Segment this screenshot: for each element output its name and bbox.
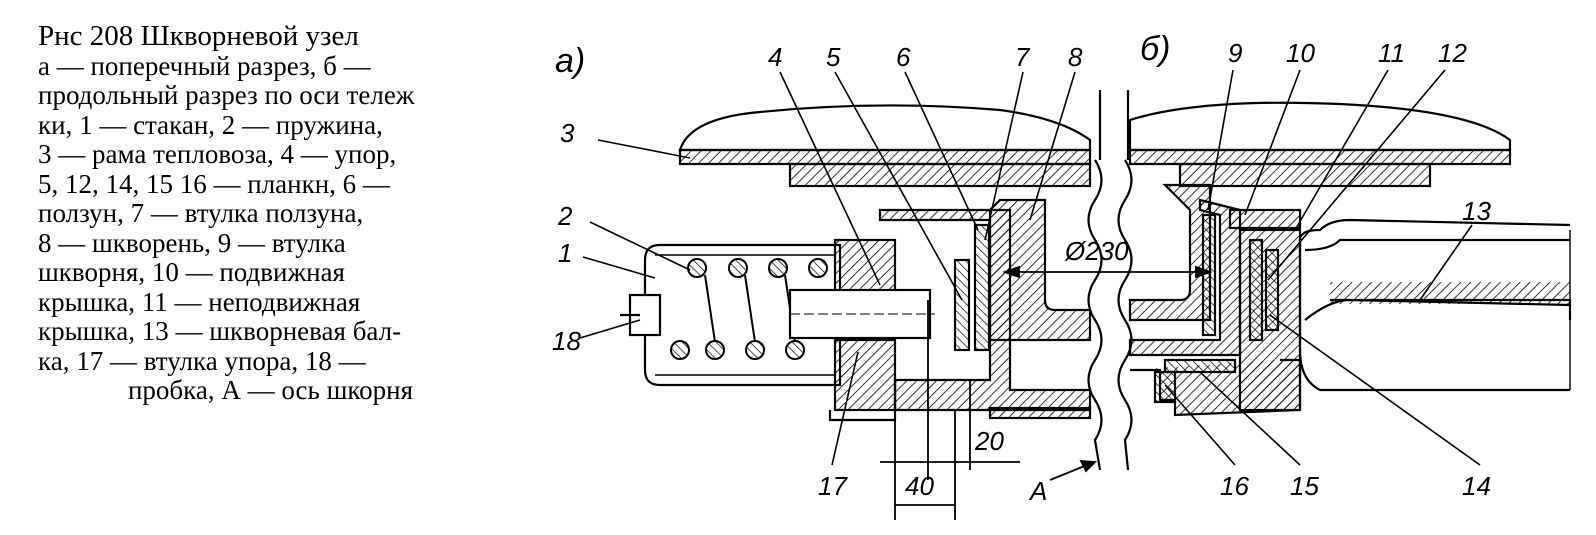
caption-line-6: ползун, 7 — втулка ползуна,: [38, 198, 364, 228]
label-11: 11: [1378, 38, 1405, 68]
plate-12: [1248, 238, 1264, 342]
caption-line-7: 8 — шкворень, 9 — втулка: [38, 227, 346, 258]
base-strip: [988, 406, 1092, 420]
label-6: 6: [896, 42, 911, 72]
label-17: 17: [818, 471, 848, 501]
slider-bushing: [973, 223, 991, 352]
spring-coils: [670, 258, 828, 360]
dimension-lines: [880, 265, 1213, 520]
locomotive-frame-outline: [678, 104, 1092, 152]
label-5: 5: [826, 42, 841, 72]
axis-a-label: A: [1028, 476, 1047, 506]
cover-movable: [1228, 208, 1302, 230]
caption-line-1: а — поперечный разрез, б —: [38, 50, 523, 82]
kingpin-beam: [1298, 218, 1572, 392]
label-7: 7: [1015, 42, 1031, 72]
caption-line-5: 5, 12, 14, 15 16 — планкн, 6 —: [38, 168, 390, 199]
break-line-left: [1087, 90, 1103, 471]
caption-line-12: пробка, А — ось шкорня: [127, 375, 413, 405]
dim-20-label: 20: [974, 426, 1004, 456]
break-lines: [1087, 90, 1133, 471]
break-line-right: [1117, 90, 1133, 471]
caption-title: Рнс 208 Шкворневой узел: [38, 20, 359, 52]
caption-line-3: ки, 1 — стакан, 2 — пружина,: [38, 109, 383, 140]
beam-lower: [1130, 358, 1302, 417]
caption-line-11: ка, 17 — втулка упора, 18 —: [38, 345, 366, 376]
spring-cup: [643, 243, 842, 387]
kingpin: [988, 198, 1092, 342]
frame-outline-b: [1128, 101, 1512, 152]
label-15: 15: [1290, 471, 1319, 501]
section-b-geometry: [1128, 101, 1572, 417]
slider-b: [1128, 198, 1242, 357]
label-12: 12: [1438, 38, 1467, 68]
caption-line-8: шкворня, 10 — подвижная: [38, 257, 345, 287]
view-b-label: б): [1140, 30, 1170, 68]
slider-plate: [953, 258, 971, 352]
caption-line-10: крышка, 13 — шкворневая бал-: [38, 316, 402, 346]
diameter-label: Ø230: [1064, 236, 1129, 266]
label-14: 14: [1462, 471, 1491, 501]
label-4: 4: [768, 42, 782, 72]
labels: а) б) 3 2 1 18 4 5 6 7 8 9 10 11 12 13 1…: [552, 30, 1491, 506]
dim-40-label: 40: [905, 471, 934, 501]
caption-line-4: 3 — рама тепловоза, 4 — упор,: [38, 139, 397, 169]
frame-bracket-b: [1178, 162, 1432, 188]
label-13: 13: [1462, 196, 1491, 226]
label-8: 8: [1068, 42, 1083, 72]
frame-bracket: [788, 162, 1092, 188]
housing-a: [828, 380, 897, 422]
plate-14: [1264, 248, 1280, 332]
beam-web: [1330, 282, 1570, 304]
label-2: 2: [557, 201, 573, 231]
label-9: 9: [1228, 38, 1242, 68]
kingpin-bushing: [1201, 213, 1217, 337]
label-16: 16: [1220, 471, 1249, 501]
label-3: 3: [560, 118, 575, 148]
view-a-label: а): [555, 42, 585, 80]
stop-sleeve: [833, 338, 897, 412]
caption-line-9: крышка, 11 — неподвижная: [38, 286, 361, 317]
label-18: 18: [552, 326, 581, 356]
section-a-geometry: [620, 104, 1092, 422]
figure-caption: Рнс 208 Шкворневой узел а — поперечный р…: [38, 20, 523, 406]
frame-plate-b: [1128, 148, 1512, 166]
label-10: 10: [1286, 38, 1315, 68]
kingpin-b: [1128, 183, 1212, 322]
leader-lines: [579, 69, 1481, 466]
kingpin-assembly-drawing: а) б) 3 2 1 18 4 5 6 7 8 9 10 11 12 13 1…: [552, 30, 1572, 520]
label-1: 1: [558, 238, 572, 268]
caption-line-2: продольный разрез по оси тележ: [38, 80, 415, 110]
caption-line-1-text: а — поперечный разрез, б —: [38, 50, 371, 81]
